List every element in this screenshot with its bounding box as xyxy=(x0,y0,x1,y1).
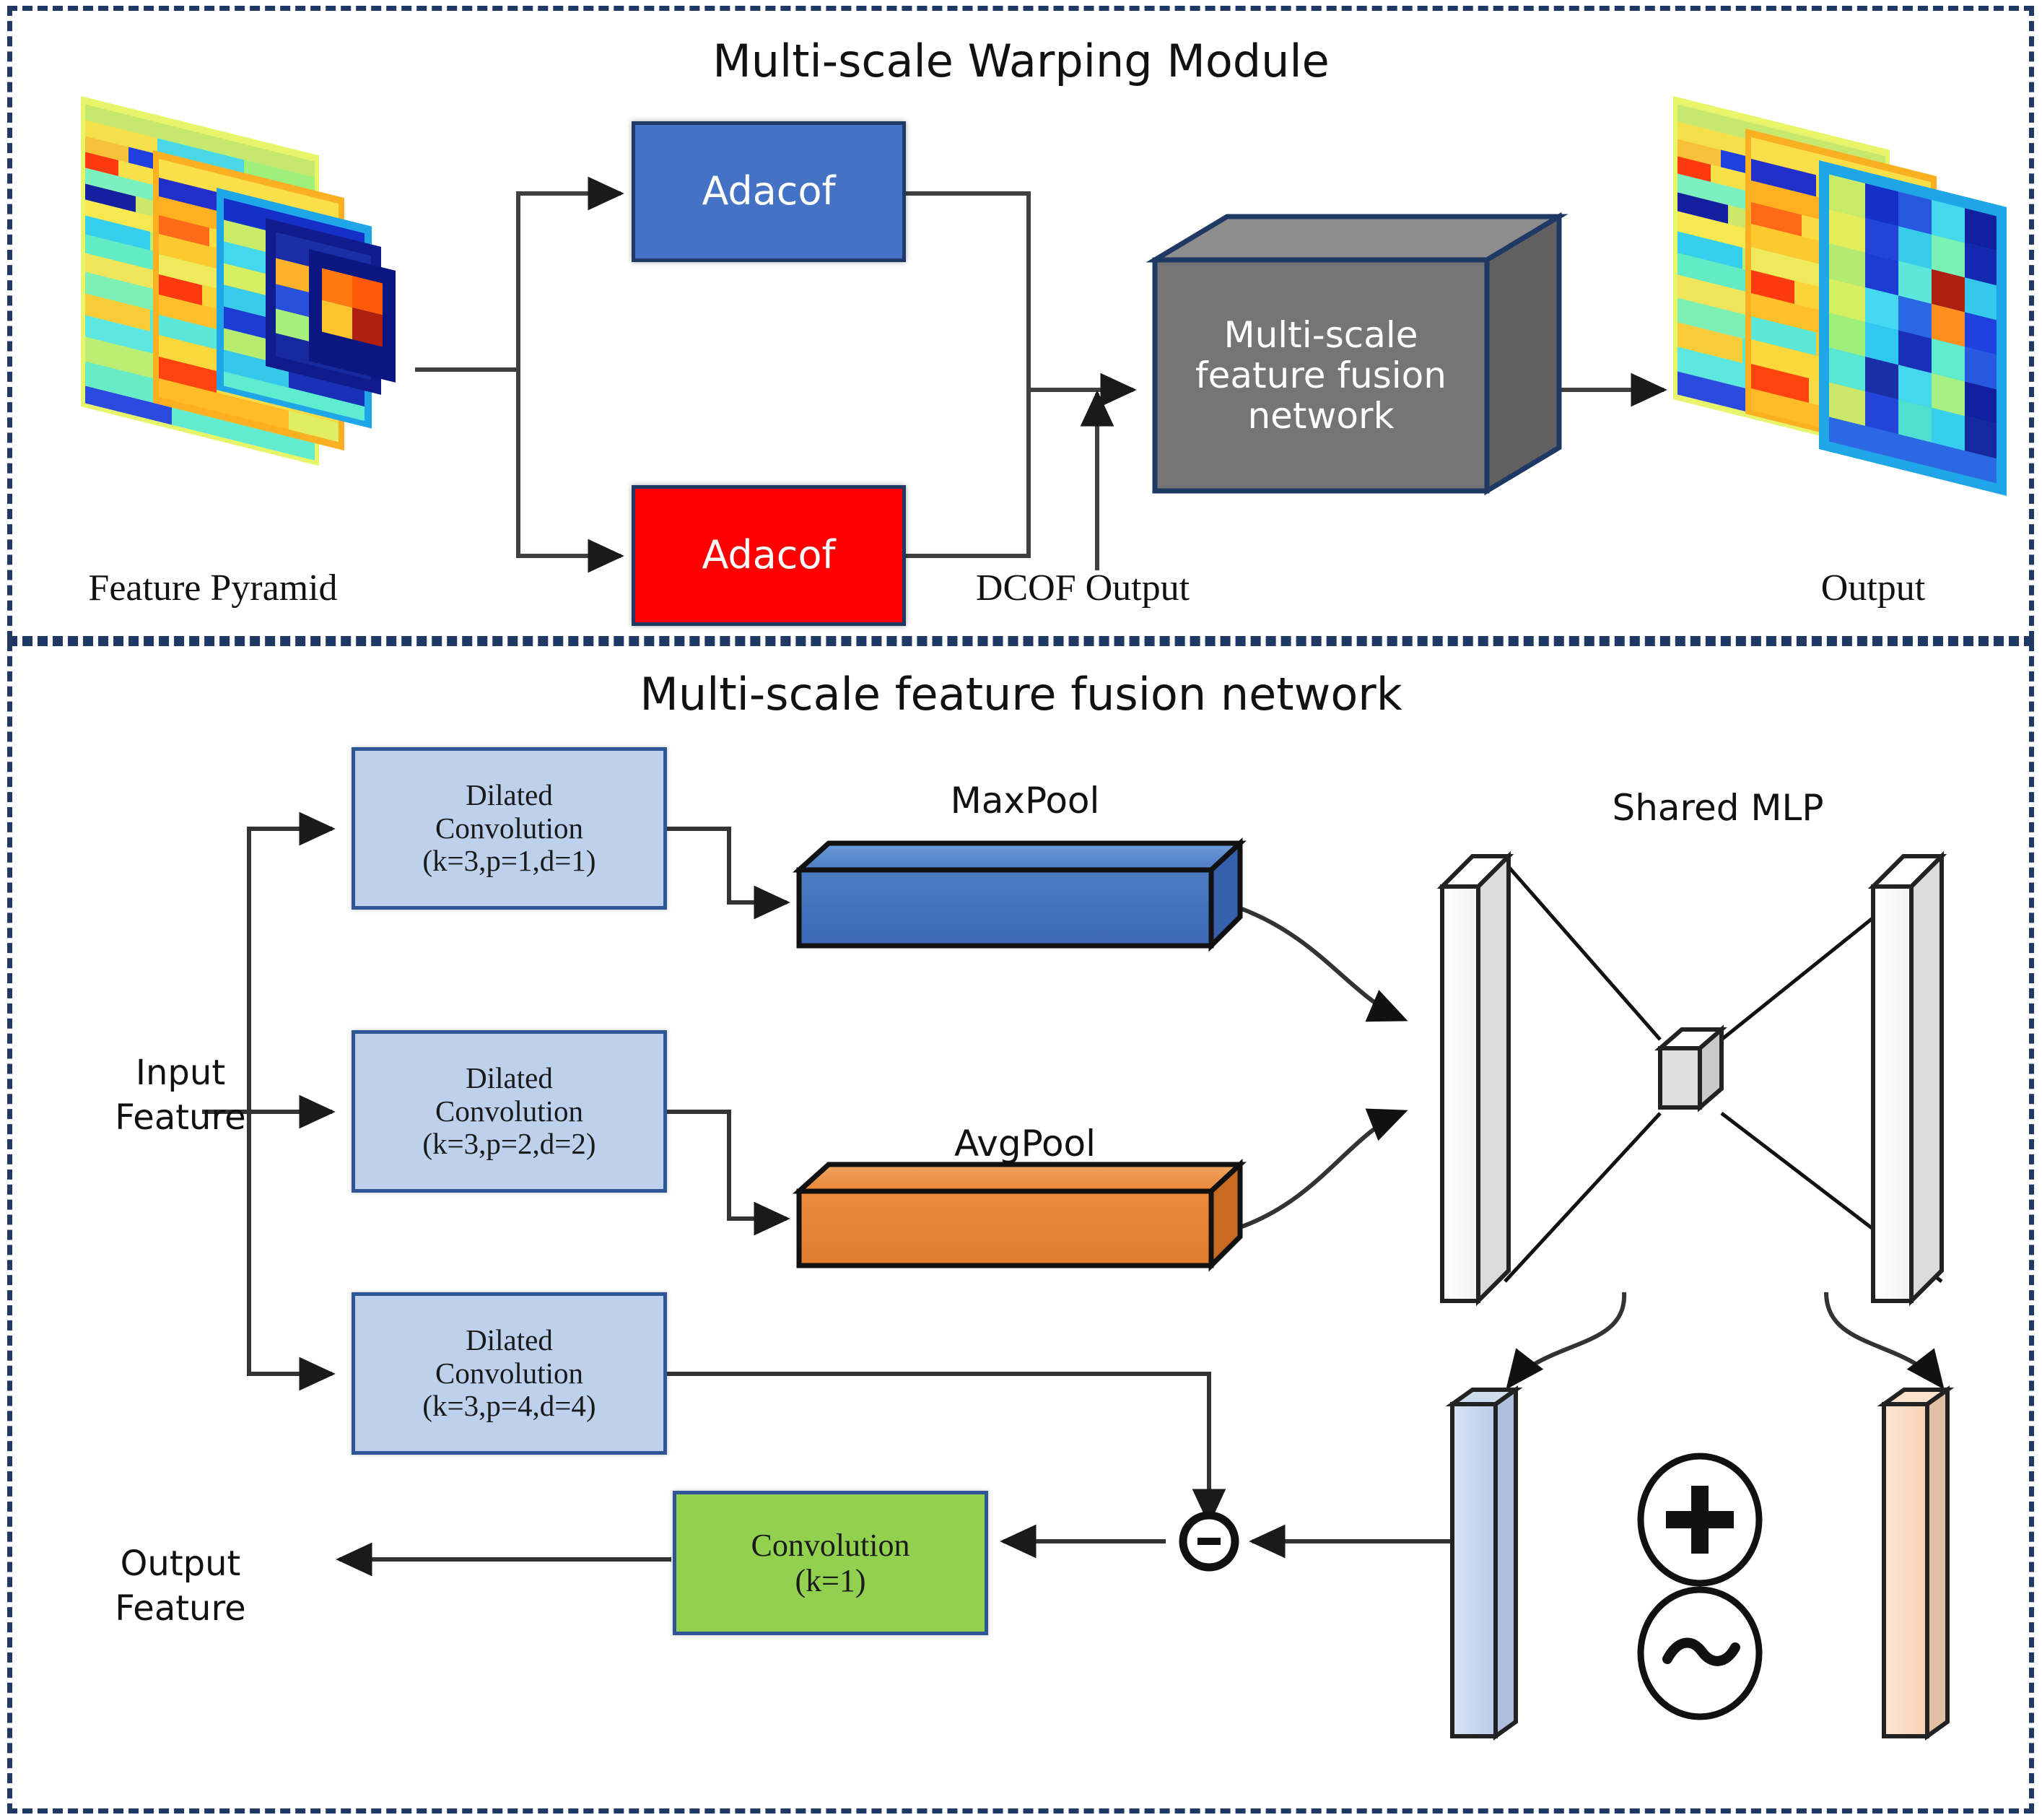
output-feature-label: Output Feature xyxy=(115,1543,246,1629)
shared-mlp-label: Shared MLP xyxy=(1612,787,1824,829)
dilated-conv-1-line1: Dilated xyxy=(466,778,553,811)
avgpool-label: AvgPool xyxy=(954,1123,1096,1164)
adacof-block-red[interactable]: Adacof xyxy=(632,485,906,626)
dilated-conv-block-1[interactable]: Dilated Convolution (k=3,p=1,d=1) xyxy=(352,747,667,910)
input-feature-label: Input Feature xyxy=(115,1053,246,1138)
dilated-conv-3-line2: Convolution xyxy=(435,1356,584,1390)
dilated-conv-2-line2: Convolution xyxy=(435,1094,584,1128)
adacof-block-blue[interactable]: Adacof xyxy=(632,121,906,262)
dilated-conv-block-2[interactable]: Dilated Convolution (k=3,p=2,d=2) xyxy=(352,1030,667,1193)
dilated-conv-3-params: (k=3,p=4,d=4) xyxy=(422,1389,596,1423)
output-label: Output xyxy=(1820,567,1926,609)
feature-pyramid-label: Feature Pyramid xyxy=(88,567,338,609)
maxpool-label: MaxPool xyxy=(950,780,1100,822)
dilated-conv-2-line1: Dilated xyxy=(466,1061,553,1094)
convolution-line1: Convolution xyxy=(751,1527,910,1563)
dcof-output-label: DCOF Output xyxy=(975,567,1190,609)
convolution-block[interactable]: Convolution (k=1) xyxy=(673,1491,988,1635)
page-title-bottom: Multi-scale feature fusion network xyxy=(640,668,1402,720)
panel-multiscale-feature-fusion-network xyxy=(7,641,2034,1814)
dilated-conv-1-params: (k=3,p=1,d=1) xyxy=(422,844,596,878)
convolution-line2: (k=1) xyxy=(795,1563,866,1598)
dilated-conv-2-params: (k=3,p=2,d=2) xyxy=(422,1127,596,1161)
dilated-conv-1-line2: Convolution xyxy=(435,811,584,845)
dilated-conv-3-line1: Dilated xyxy=(466,1323,553,1357)
panel-multiscale-warping-module xyxy=(7,6,2034,641)
page-title-top: Multi-scale Warping Module xyxy=(712,35,1330,87)
dilated-conv-block-3[interactable]: Dilated Convolution (k=3,p=4,d=4) xyxy=(352,1292,667,1455)
